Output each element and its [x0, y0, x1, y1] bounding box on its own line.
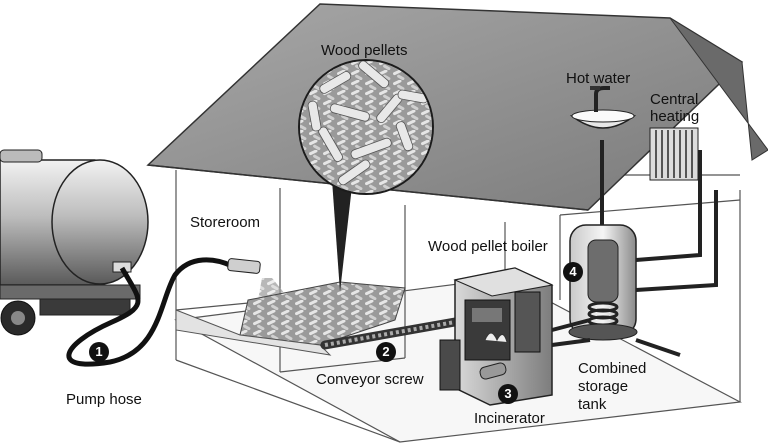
hose-nozzle — [227, 258, 261, 274]
hot-water-sink — [569, 86, 637, 129]
wood-pellet-boiler — [439, 267, 554, 406]
label-central-heating-line2: heating — [650, 108, 700, 125]
badge-conveyor-screw: 2 — [376, 342, 396, 362]
label-combined-storage-tank-line3: tank — [578, 396, 607, 413]
combined-storage-tank — [568, 224, 638, 341]
badge-storage-tank: 4 — [563, 262, 583, 282]
conveyor-screw — [320, 317, 460, 350]
label-wood-pellet-boiler: Wood pellet boiler — [428, 238, 548, 255]
heating-pipes — [551, 140, 718, 357]
label-combined-storage-tank-line1: Combined — [578, 360, 647, 377]
tanker-truck — [0, 149, 149, 336]
pump-hose — [66, 257, 234, 367]
label-combined-storage-tank-line2: storage — [578, 378, 629, 395]
badge-pump-hose: 1 — [89, 342, 109, 362]
label-central-heating-line1: Central — [650, 91, 699, 108]
label-incinerator: Incinerator — [474, 410, 545, 427]
label-storeroom: Storeroom — [190, 214, 261, 231]
central-heating-radiator — [649, 127, 699, 181]
storeroom-pellet-pile — [175, 278, 406, 356]
label-wood-pellets: Wood pellets — [321, 42, 408, 59]
badge-incinerator: 3 — [498, 384, 518, 404]
wood-pellets-magnifier — [298, 59, 434, 292]
label-pump-hose: Pump hose — [66, 391, 142, 408]
label-conveyor-screw: Conveyor screw — [316, 371, 424, 388]
label-hot-water: Hot water — [566, 70, 631, 87]
